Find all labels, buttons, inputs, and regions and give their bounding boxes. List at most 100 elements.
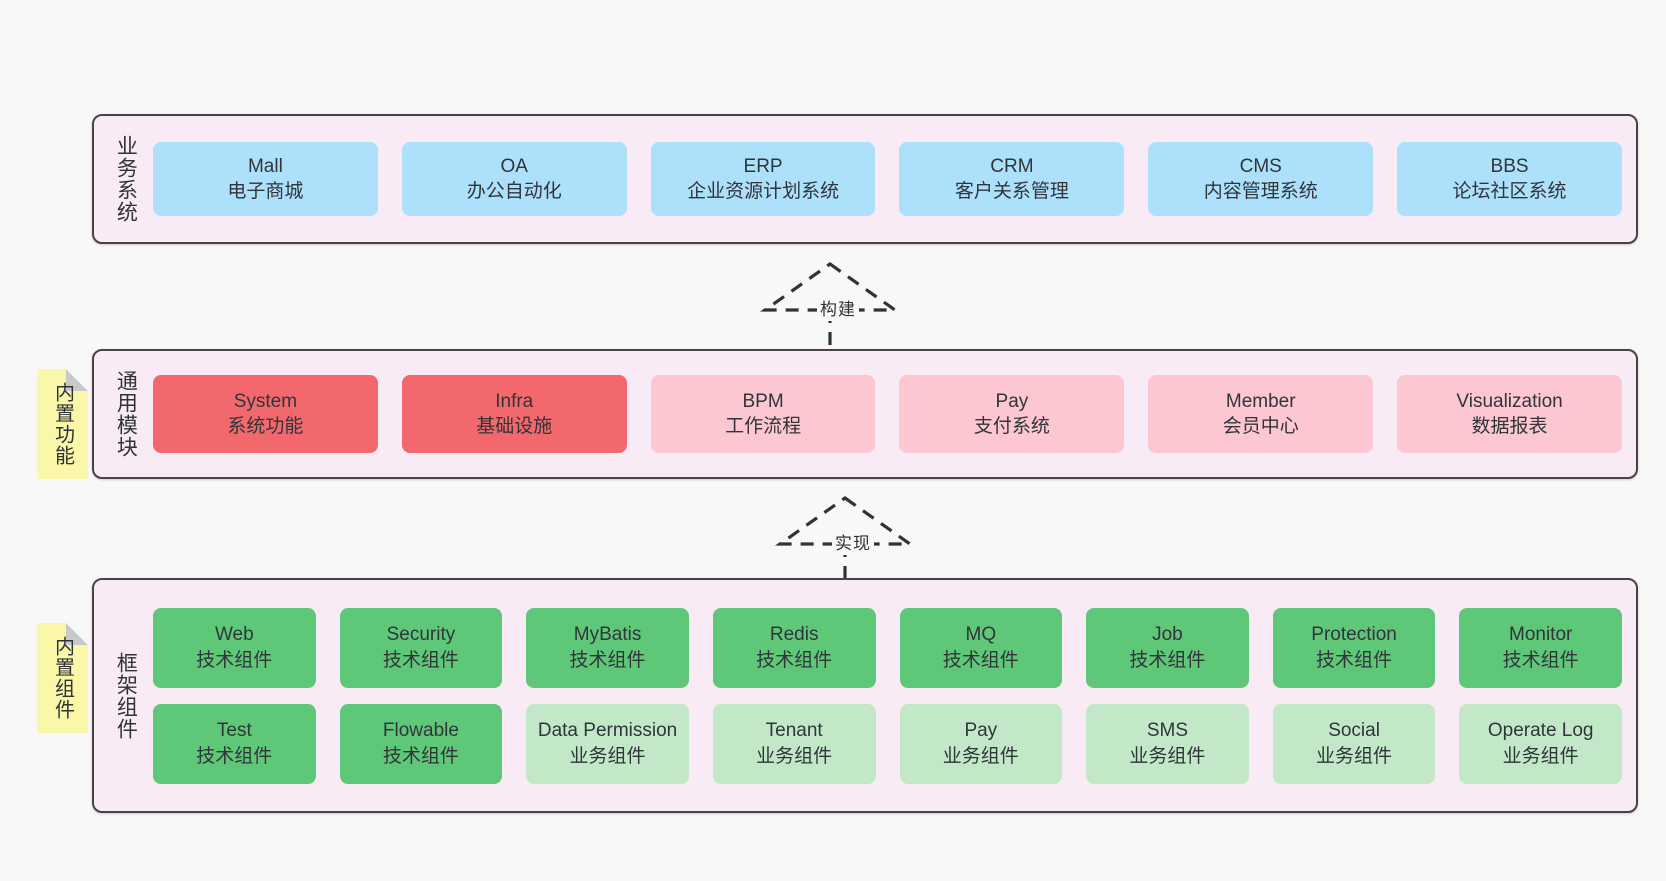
- card-pay-component[interactable]: Pay 业务组件: [899, 703, 1063, 784]
- card-subtitle: 技术组件: [942, 649, 1019, 671]
- card-bbs[interactable]: BBS 论坛社区系统: [1397, 142, 1622, 216]
- card-title: Pay: [964, 720, 998, 742]
- card-crm[interactable]: CRM 客户关系管理: [899, 142, 1125, 216]
- card-web[interactable]: Web 技术组件: [153, 607, 316, 688]
- card-mybatis[interactable]: MyBatis 技术组件: [526, 607, 689, 688]
- note-builtin-function: 内置功能: [37, 369, 88, 479]
- note-builtin-component: 内置组件: [37, 623, 88, 733]
- card-title: Redis: [769, 624, 819, 646]
- card-title: Job: [1152, 624, 1183, 646]
- card-subtitle: 会员中心: [1222, 416, 1299, 437]
- card-tenant[interactable]: Tenant 业务组件: [712, 703, 876, 784]
- card-subtitle: 技术组件: [196, 649, 273, 671]
- card-protection[interactable]: Protection 技术组件: [1272, 607, 1436, 688]
- card-title: Protection: [1311, 624, 1397, 646]
- card-title: BPM: [742, 390, 784, 412]
- card-subtitle: 业务组件: [569, 745, 646, 767]
- card-title: MyBatis: [573, 624, 642, 646]
- card-subtitle: 技术组件: [1316, 649, 1393, 671]
- card-title: Mall: [247, 155, 283, 177]
- card-social[interactable]: Social 业务组件: [1272, 703, 1436, 784]
- card-subtitle: 企业资源计划系统: [687, 181, 840, 202]
- card-oa[interactable]: OA 办公自动化: [401, 142, 627, 216]
- connector-label-build: 构建: [817, 294, 859, 321]
- card-title: Tenant: [765, 720, 823, 742]
- card-subtitle: 内容管理系统: [1203, 181, 1318, 202]
- card-title: Flowable: [382, 720, 459, 742]
- layer-framework-component[interactable]: 框架组件 Web 技术组件 Security 技术组件 MyBatis 技术组件…: [92, 578, 1638, 813]
- card-mall[interactable]: Mall 电子商城: [153, 142, 378, 216]
- card-subtitle: 业务组件: [1502, 745, 1579, 767]
- card-title: Data Permission: [537, 720, 678, 742]
- layer-title-common-module: 通用模块: [114, 370, 138, 458]
- card-bpm[interactable]: BPM 工作流程: [650, 375, 876, 453]
- card-subtitle: 业务组件: [1316, 745, 1393, 767]
- card-title: MQ: [965, 624, 997, 646]
- card-title: Member: [1225, 390, 1296, 412]
- card-subtitle: 支付系统: [973, 416, 1050, 437]
- card-subtitle: 数据报表: [1471, 416, 1548, 437]
- layer-title-business-system: 业务系统: [114, 135, 138, 223]
- card-subtitle: 业务组件: [756, 745, 833, 767]
- card-test[interactable]: Test 技术组件: [153, 703, 316, 784]
- card-security[interactable]: Security 技术组件: [339, 607, 503, 688]
- card-infra[interactable]: Infra 基础设施: [401, 375, 627, 453]
- card-subtitle: 系统功能: [227, 416, 304, 437]
- card-title: BBS: [1490, 155, 1529, 177]
- card-erp[interactable]: ERP 企业资源计划系统: [650, 142, 876, 216]
- layer-body-common-module: System 系统功能 Infra 基础设施 BPM 工作流程 Pay 支付系统…: [147, 351, 1636, 477]
- card-subtitle: 客户关系管理: [954, 181, 1069, 202]
- card-system[interactable]: System 系统功能: [153, 375, 378, 453]
- card-member[interactable]: Member 会员中心: [1148, 375, 1374, 453]
- card-monitor[interactable]: Monitor 技术组件: [1459, 607, 1622, 688]
- card-title: Social: [1328, 720, 1380, 742]
- card-title: Security: [386, 624, 456, 646]
- card-title: Pay: [995, 390, 1029, 412]
- card-mq[interactable]: MQ 技术组件: [899, 607, 1063, 688]
- card-title: CRM: [990, 155, 1034, 177]
- card-data-permission[interactable]: Data Permission 业务组件: [526, 703, 689, 784]
- layer-common-module[interactable]: 通用模块 System 系统功能 Infra 基础设施 BPM 工作流程 Pay…: [92, 349, 1638, 479]
- card-title: OA: [500, 155, 528, 177]
- card-subtitle: 技术组件: [756, 649, 833, 671]
- card-title: System: [233, 390, 298, 412]
- card-cms[interactable]: CMS 内容管理系统: [1148, 142, 1374, 216]
- card-flowable[interactable]: Flowable 技术组件: [339, 703, 503, 784]
- card-subtitle: 工作流程: [725, 416, 802, 437]
- card-subtitle: 技术组件: [1129, 649, 1206, 671]
- card-sms[interactable]: SMS 业务组件: [1086, 703, 1249, 784]
- card-row: Test 技术组件 Flowable 技术组件 Data Permission …: [153, 703, 1622, 784]
- card-subtitle: 技术组件: [382, 745, 459, 767]
- note-label: 内置功能: [51, 382, 74, 466]
- card-title: Infra: [495, 390, 534, 412]
- connector-label-implement: 实现: [832, 528, 874, 555]
- card-row: System 系统功能 Infra 基础设施 BPM 工作流程 Pay 支付系统…: [153, 375, 1622, 453]
- card-subtitle: 技术组件: [569, 649, 646, 671]
- layer-body-framework-component: Web 技术组件 Security 技术组件 MyBatis 技术组件 Redi…: [147, 580, 1636, 811]
- connector-implement: 实现: [770, 492, 920, 582]
- card-title: Monitor: [1509, 624, 1573, 646]
- card-operate-log[interactable]: Operate Log 业务组件: [1459, 703, 1622, 784]
- card-title: CMS: [1239, 155, 1282, 177]
- card-title: Operate Log: [1487, 720, 1594, 742]
- card-subtitle: 技术组件: [196, 745, 273, 767]
- card-subtitle: 业务组件: [942, 745, 1019, 767]
- card-title: Visualization: [1456, 390, 1563, 412]
- card-visualization[interactable]: Visualization 数据报表: [1397, 375, 1622, 453]
- card-subtitle: 基础设施: [476, 416, 553, 437]
- card-subtitle: 技术组件: [382, 649, 459, 671]
- card-subtitle: 技术组件: [1502, 649, 1579, 671]
- card-row: Mall 电子商城 OA 办公自动化 ERP 企业资源计划系统 CRM 客户关系…: [153, 142, 1622, 216]
- note-label: 内置组件: [51, 636, 74, 720]
- layer-business-system[interactable]: 业务系统 Mall 电子商城 OA 办公自动化 ERP 企业资源计划系统 CRM…: [92, 114, 1638, 244]
- card-redis[interactable]: Redis 技术组件: [712, 607, 876, 688]
- connector-build: 构建: [755, 258, 905, 348]
- card-subtitle: 论坛社区系统: [1452, 181, 1567, 202]
- card-title: SMS: [1146, 720, 1189, 742]
- card-job[interactable]: Job 技术组件: [1086, 607, 1249, 688]
- card-pay[interactable]: Pay 支付系统: [899, 375, 1125, 453]
- layer-body-business-system: Mall 电子商城 OA 办公自动化 ERP 企业资源计划系统 CRM 客户关系…: [147, 116, 1636, 242]
- card-subtitle: 业务组件: [1129, 745, 1206, 767]
- card-title: ERP: [743, 155, 783, 177]
